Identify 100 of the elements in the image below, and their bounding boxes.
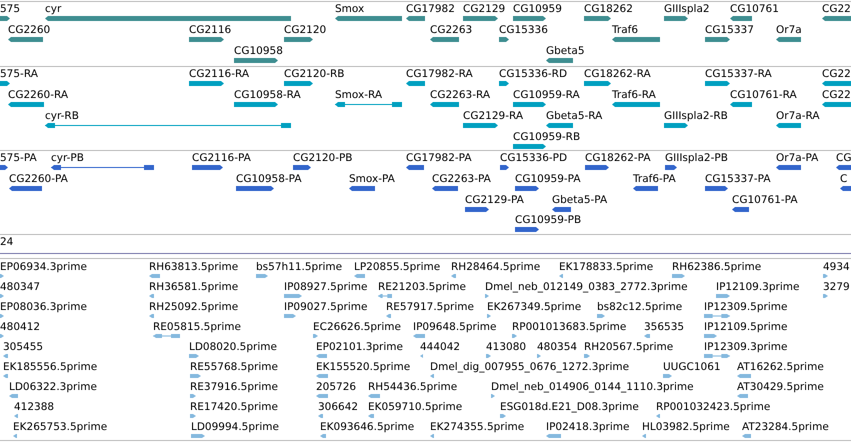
feature-label: cyr — [45, 3, 62, 15]
feature-label: CG10761 — [730, 3, 779, 15]
feature-label: Or7a-PA — [776, 152, 818, 164]
feature-label: CG10959-RB — [513, 131, 580, 143]
feature-label: Dmel_neb_014906_0144_1110.3prime — [491, 381, 694, 393]
feature-label: CG15337-RA — [705, 68, 772, 80]
feature-label: EP08036.3prime — [0, 301, 87, 313]
feature-label: RH20567.5prime — [584, 341, 674, 353]
feature-label: Dmel_dig_007955_0676_1272.3prime — [430, 361, 630, 373]
feature-label: Traf6-RA — [612, 89, 656, 101]
feature-label: 480347 — [0, 281, 40, 293]
feature-label: cyr-RB — [45, 110, 79, 122]
feature-label: Or7a-RA — [776, 110, 820, 122]
feature-label: CG10959-RA — [513, 89, 580, 101]
feature-label: EK155520.5prime — [316, 361, 410, 373]
feature-label: IP09027.5prime — [284, 301, 368, 313]
feature-label: CG10761-RA — [730, 89, 797, 101]
feature-label: LD08020.5prime — [189, 341, 277, 353]
feature-label: LD06322.3prime — [9, 381, 97, 393]
feature-label: Traf6-PA — [633, 173, 676, 185]
feature-label: CG15336-RD — [499, 68, 568, 80]
feature-label: RH25092.5prime — [149, 301, 238, 313]
feature-label: Dmel_neb_012149_0383_2772.3prime — [485, 281, 688, 293]
feature-label: CG2260-PA — [9, 173, 68, 185]
feature-label: ESG018d.E21_D08.3prime — [500, 401, 639, 413]
feature-label: CG22 — [822, 89, 851, 101]
feature-label: AT30429.5prime — [737, 381, 824, 393]
feature-label: IP12309.3prime — [704, 341, 788, 353]
feature-label: CG2263 — [430, 24, 472, 36]
feature-label: 24 — [0, 236, 14, 248]
feature-label: CG2129 — [463, 3, 506, 15]
feature-label: CG10959-PB — [515, 214, 582, 226]
feature-label: RH28464.5prime — [451, 261, 540, 273]
feature-label: IP02418.3prime — [546, 421, 630, 433]
feature-label: 575-RA — [0, 68, 38, 80]
feature-label: RH36581.5prime — [149, 281, 238, 293]
feature-label: 356535 — [644, 321, 684, 333]
feature-label: CG18262 — [584, 3, 633, 15]
feature-label: CG2120-PB — [293, 152, 353, 164]
feature-label: CG2129-RA — [463, 110, 524, 122]
feature-label: 480354 — [537, 341, 578, 353]
feature-label: RE21203.5prime — [378, 281, 466, 293]
feature-label: CG10959-PA — [515, 173, 581, 185]
feature-label: 444042 — [420, 341, 460, 353]
feature-label: CG2116-PA — [192, 152, 251, 164]
feature-label: Smox-RA — [335, 89, 382, 101]
feature-label: CG18262-RA — [584, 68, 651, 80]
feature-label: 480412 — [0, 321, 40, 333]
feature-label: CG17982-RA — [406, 68, 473, 80]
feature-label: AT16262.5prime — [737, 361, 824, 373]
feature-label: 305455 — [3, 341, 44, 353]
feature-label: 575-PA — [0, 152, 37, 164]
feature-label: 413080 — [486, 341, 526, 353]
feature-label: CG2116-RA — [189, 68, 250, 80]
feature-label: CG17982-PA — [406, 152, 472, 164]
feature-label: Or7a — [776, 24, 802, 36]
feature-label: bs57h11.5prime — [256, 261, 342, 273]
feature-label: Gbeta5 — [546, 45, 584, 57]
feature-label: EK274355.5prime — [430, 421, 524, 433]
feature-label: EK265753.5prime — [13, 421, 108, 433]
feature-label: IP08927.5prime — [284, 281, 368, 293]
feature-label: 205726 — [316, 381, 356, 393]
feature-label: RE17420.5prime — [190, 401, 278, 413]
feature-label: C — [840, 173, 848, 185]
feature-label: CG17982 — [406, 3, 455, 15]
feature-label: Smox — [335, 3, 364, 15]
feature-label: LP20855.5prime — [354, 261, 440, 273]
feature-label: EP06934.3prime — [0, 261, 87, 273]
feature-label: 3279 — [823, 281, 850, 293]
feature-label: CG2263-PA — [432, 173, 491, 185]
feature-label: CG18262-PA — [585, 152, 651, 164]
feature-label: CG15337 — [705, 24, 754, 36]
feature-label: UUGC1061 — [663, 361, 721, 373]
feature-label: LD09994.5prime — [191, 421, 279, 433]
feature-label: 4934 — [823, 261, 850, 273]
feature-label: IP12109.5prime — [704, 321, 788, 333]
feature-label: CG2263-RA — [430, 89, 490, 101]
feature-label: HL03982.5prime — [642, 421, 730, 433]
feature-label: EK267349.5prime — [487, 301, 582, 313]
feature-label: AT23284.5prime — [742, 421, 829, 433]
feature-label: CG2120-RB — [284, 68, 344, 80]
feature-label: RP001013683.5prime — [512, 321, 626, 333]
feature-label: CG2116 — [189, 24, 232, 36]
feature-label: 412388 — [14, 401, 54, 413]
feature-label: CG10958 — [234, 45, 283, 57]
feature-label: RE55768.5prime — [190, 361, 278, 373]
feature-label: Gbeta5-PA — [552, 194, 608, 206]
feature-label: CG10958-RA — [234, 89, 301, 101]
feature-label: RE37916.5prime — [190, 381, 278, 393]
feature-label: EK059710.5prime — [368, 401, 462, 413]
feature-label: CG2260-RA — [8, 89, 68, 101]
feature-label: EP02101.3prime — [316, 341, 403, 353]
feature-label: RH54436.5prime — [368, 381, 458, 393]
feature-label: CG15337-PA — [705, 173, 771, 185]
feature-label: CG22 — [822, 68, 851, 80]
feature-label: bs82c12.5prime — [597, 301, 682, 313]
feature-label: Traf6 — [612, 24, 638, 36]
feature-label: CG10958-PA — [236, 173, 302, 185]
feature-label: GIIIspla2 — [664, 3, 710, 15]
feature-label: RH62386.5prime — [672, 261, 762, 273]
